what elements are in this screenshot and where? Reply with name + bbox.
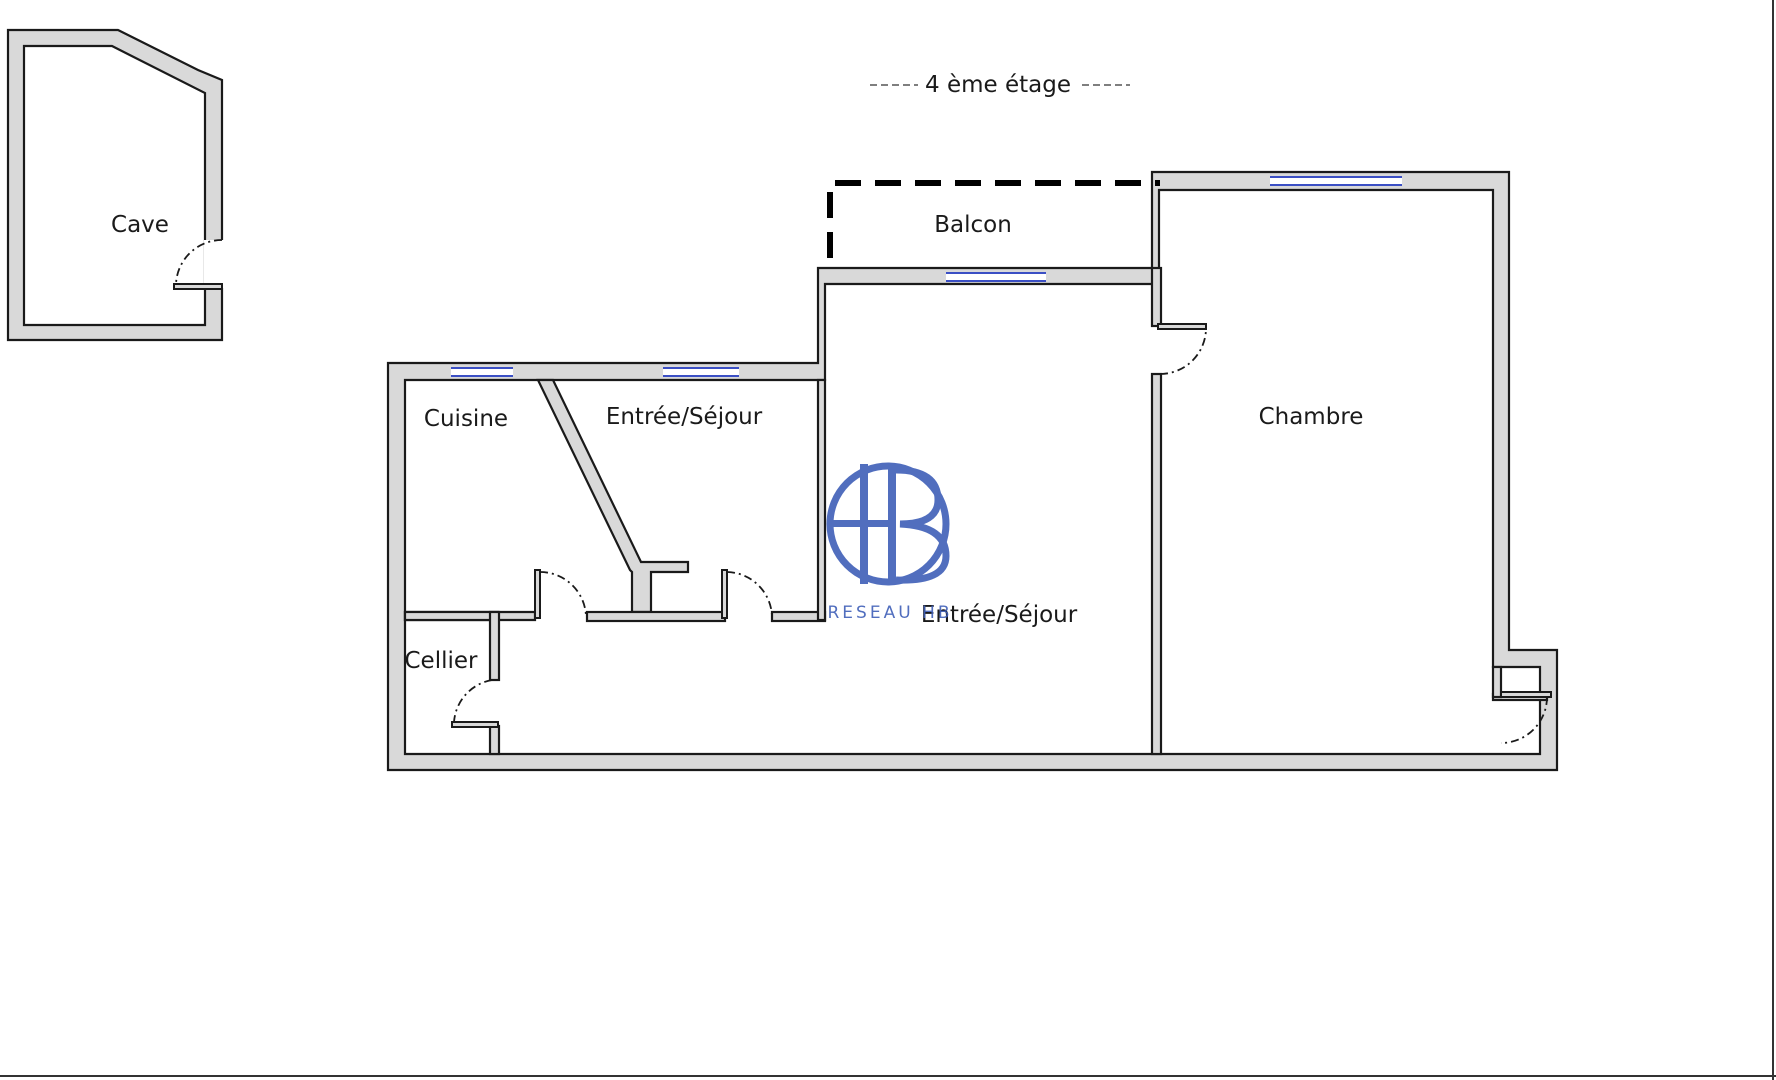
chambre-left-wall-bottom xyxy=(1150,372,1163,756)
kitchen-lower-wall-mid xyxy=(585,610,727,623)
diagonal-wall xyxy=(536,378,690,614)
sejour-small-door-swing xyxy=(726,571,773,617)
outer-walls xyxy=(386,170,1559,772)
cave-block xyxy=(6,28,224,342)
cellier-door-leaf xyxy=(451,721,499,728)
room-label-balcon: Balcon xyxy=(934,212,1012,238)
closet-door-leaf xyxy=(1500,691,1552,698)
cellier-right-wall-bottom xyxy=(488,724,501,756)
window-sejour-small xyxy=(663,367,739,377)
window-chambre xyxy=(1270,176,1402,186)
cellier-right-wall-top xyxy=(488,610,501,682)
cave-walls xyxy=(6,28,224,342)
cave-door-leaf xyxy=(173,283,223,290)
logo-text: RESEAU HB xyxy=(827,603,952,623)
sejour-small-door-leaf xyxy=(721,569,728,619)
room-label-cellier: Cellier xyxy=(405,648,479,674)
room-label-cave: Cave xyxy=(111,212,169,238)
closet-door-swing xyxy=(1500,696,1548,744)
cuisine-door-swing xyxy=(539,571,587,617)
room-label-chambre: Chambre xyxy=(1259,404,1364,430)
chambre-door-leaf xyxy=(1157,323,1207,330)
cellier-door-swing xyxy=(453,679,493,723)
logo-b-bowls xyxy=(895,466,950,584)
floor-heading: 4 ème étage xyxy=(870,72,1130,98)
cave-door-opening xyxy=(204,240,224,288)
chambre-left-wall-top xyxy=(1150,266,1163,328)
window-sejour-main xyxy=(946,272,1046,282)
cuisine-door-leaf xyxy=(534,569,541,619)
chambre-door-swing xyxy=(1159,327,1207,375)
balcon-outline xyxy=(827,180,1160,258)
apartment-shell xyxy=(386,170,1559,772)
interior-walls xyxy=(403,266,1552,756)
room-label-cuisine: Cuisine xyxy=(424,406,508,432)
room-label-entree-sejour-main: Entrée/Séjour xyxy=(921,602,1078,628)
small-sejour-right-wall xyxy=(816,378,827,622)
floor-label: 4 ème étage xyxy=(925,72,1071,98)
hb-logo: RESEAU HB xyxy=(826,462,952,623)
room-label-entree-sejour-small: Entrée/Séjour xyxy=(606,404,763,430)
closet-left-wall xyxy=(1491,665,1503,699)
logo-b-stem xyxy=(888,464,896,584)
window-cuisine xyxy=(451,367,513,377)
logo-h-crossbar xyxy=(832,520,892,527)
windows xyxy=(451,176,1402,377)
cellier-top-wall xyxy=(403,610,500,622)
